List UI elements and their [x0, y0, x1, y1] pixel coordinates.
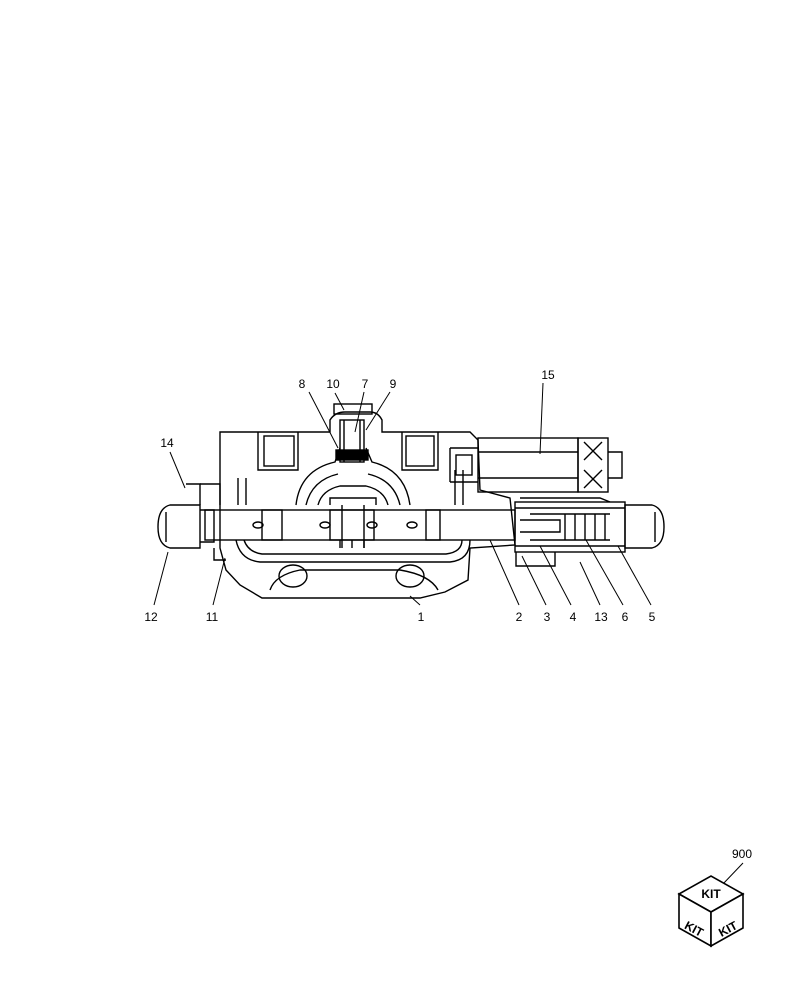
callout-900: 900 — [732, 847, 752, 861]
center-poppet — [335, 419, 369, 548]
valve-body — [219, 403, 516, 599]
leader-lines — [153, 382, 744, 886]
callout-3: 3 — [544, 610, 551, 624]
callout-5: 5 — [649, 610, 656, 624]
callout-14: 14 — [160, 436, 174, 450]
callout-12: 12 — [144, 610, 158, 624]
left-end-cap — [157, 483, 226, 561]
callout-11: 11 — [206, 610, 219, 624]
kit-top-label: KIT — [701, 887, 721, 901]
callout-labels: 1 2 3 4 5 6 7 8 9 10 11 12 13 14 15 900 — [144, 368, 752, 861]
callout-8: 8 — [299, 377, 306, 391]
callout-4: 4 — [570, 610, 577, 624]
callout-13: 13 — [594, 610, 608, 624]
spool — [204, 509, 516, 548]
right-spring-housing — [514, 497, 665, 567]
callout-6: 6 — [622, 610, 629, 624]
callout-7: 7 — [362, 377, 369, 391]
kit-cube-icon: KIT KIT KIT — [677, 875, 745, 948]
callout-2: 2 — [516, 610, 523, 624]
callout-15: 15 — [541, 368, 555, 382]
callout-1: 1 — [418, 610, 425, 624]
callout-9: 9 — [390, 377, 397, 391]
solenoid — [449, 437, 623, 493]
callout-10: 10 — [326, 377, 340, 391]
